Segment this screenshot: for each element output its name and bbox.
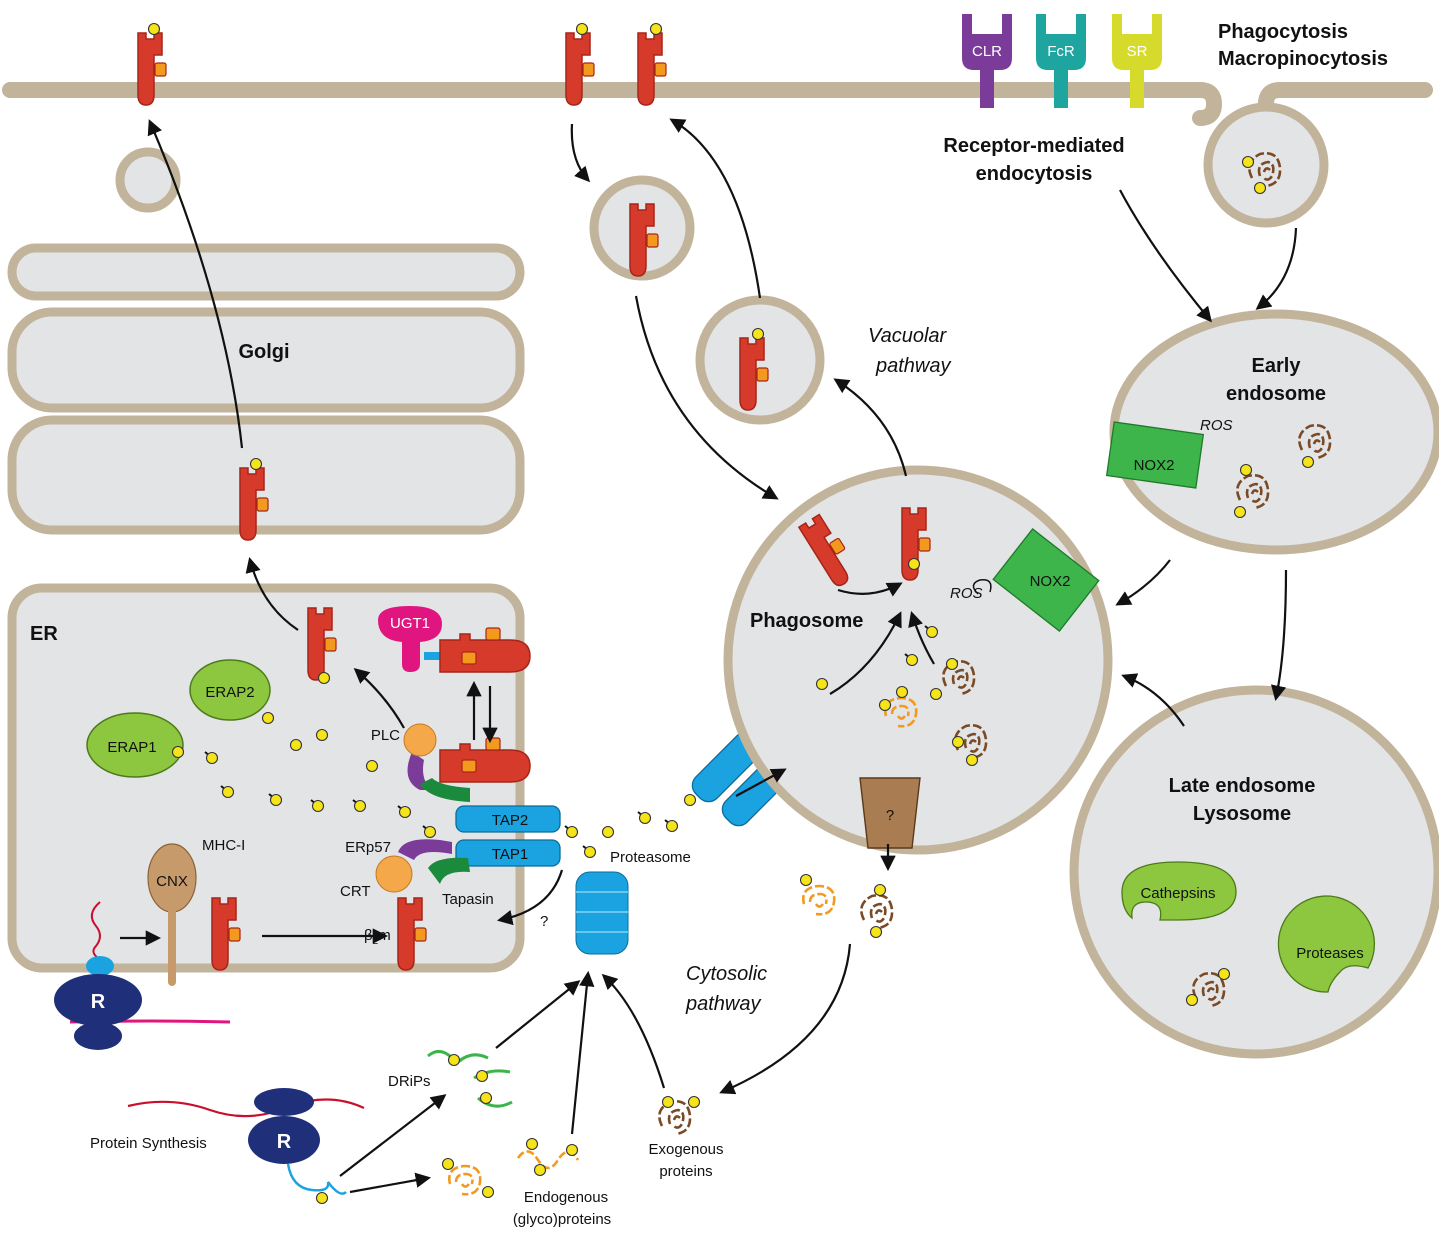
mhci-label: MHC-I (202, 837, 245, 854)
early-endosome-label-1: Early (1252, 355, 1302, 377)
er-label: ER (30, 623, 58, 645)
endogenous-proteins: Endogenous (glyco)proteins (441, 1137, 611, 1228)
tap2: TAP2 (455, 805, 561, 833)
erp57-label: ERp57 (345, 839, 391, 856)
tap2-label: TAP2 (492, 812, 528, 829)
phagosome-nox2: NOX2 (992, 528, 1100, 632)
late-endosome-label-2: Lysosome (1193, 803, 1291, 825)
er-ribosome: R (54, 901, 231, 1050)
cytosolic-exported-proteins (799, 873, 894, 939)
plc-label: PLC (371, 727, 400, 744)
lower-plc: ERp57 CRT Tapasin (340, 839, 494, 908)
ugt1: UGT1 (378, 606, 442, 672)
cathepsins-label: Cathepsins (1140, 885, 1215, 902)
receptor-mediated-label: Receptor-mediated (943, 135, 1124, 157)
fcr-receptor: FcR (1036, 14, 1086, 108)
arrows (120, 118, 1298, 1194)
late-endosome-lysosome: Late endosome Lysosome Cathepsins Protea… (1069, 685, 1439, 1059)
endogenous-label-2: (glyco)proteins (513, 1211, 611, 1228)
unknown-channel-label: ? (886, 807, 894, 824)
proteasome-label: Proteasome (610, 849, 691, 866)
clr-label: CLR (972, 43, 1002, 60)
macropinocytic-vesicle (1203, 102, 1329, 228)
tapasin-label: Tapasin (442, 891, 494, 908)
mhc-ugt1-complex (439, 627, 531, 673)
erap2-label: ERAP2 (205, 684, 254, 701)
exogenous-label-1: Exogenous (648, 1141, 723, 1158)
cnx: CNX (147, 843, 197, 986)
golgi: Golgi (7, 147, 525, 541)
recycling-vesicle-2 (695, 295, 825, 425)
endocytosis-label: endocytosis (976, 163, 1093, 185)
drips-label: DRiPs (388, 1073, 431, 1090)
cytosolic-label-2: pathway (685, 993, 761, 1015)
early-endosome-ros-label: ROS (1200, 417, 1233, 434)
golgi-label: Golgi (238, 341, 289, 363)
early-endosome: Early endosome NOX2 ROS (1105, 309, 1439, 555)
proteasome: Proteasome (575, 849, 691, 955)
ugt1-label: UGT1 (390, 615, 430, 632)
sr-label: SR (1127, 43, 1148, 60)
plc-complex: PLC (371, 723, 531, 802)
tap1-label: TAP1 (492, 846, 528, 863)
proteasome-question: ? (540, 913, 548, 930)
vacuolar-label-1: Vacuolar (868, 325, 948, 347)
proteases-label: Proteases (1296, 945, 1364, 962)
macropinocytosis-label: Macropinocytosis (1218, 48, 1388, 70)
early-endosome-label-2: endosome (1226, 383, 1326, 405)
clr-receptor: CLR (962, 14, 1012, 108)
erap1: ERAP1 (86, 712, 185, 778)
recycling-vesicle-1 (589, 175, 695, 281)
phagosome-nox2-label: NOX2 (1030, 573, 1071, 590)
late-endosome-label-1: Late endosome (1169, 775, 1316, 797)
er-ribosome-label: R (91, 991, 106, 1013)
unknown-channel: ? (859, 777, 921, 849)
fcr-label: FcR (1047, 43, 1075, 60)
erap1-label: ERAP1 (107, 739, 156, 756)
crt-label: CRT (340, 883, 371, 900)
tap1: TAP1 (455, 839, 561, 867)
drips: DRiPs (388, 1050, 513, 1108)
cnx-label: CNX (156, 873, 188, 890)
plasma-membrane (2, 82, 1433, 126)
protein-synthesis-label: Protein Synthesis (90, 1135, 207, 1152)
endogenous-label-1: Endogenous (524, 1189, 608, 1206)
cytosol-ribosome-label: R (277, 1131, 292, 1153)
phagocytosis-label: Phagocytosis (1218, 21, 1348, 43)
cytosolic-label-1: Cytosolic (686, 963, 767, 985)
exogenous-label-2: proteins (659, 1163, 712, 1180)
sr-receptor: SR (1112, 14, 1162, 108)
protein-synthesis: R Protein Synthesis (90, 1088, 365, 1205)
exogenous-proteins: Exogenous proteins (648, 1095, 724, 1180)
erap2: ERAP2 (189, 659, 275, 725)
phagosome-label: Phagosome (750, 610, 863, 632)
vacuolar-label-2: pathway (875, 355, 951, 377)
early-endosome-nox2-label: NOX2 (1134, 457, 1175, 474)
